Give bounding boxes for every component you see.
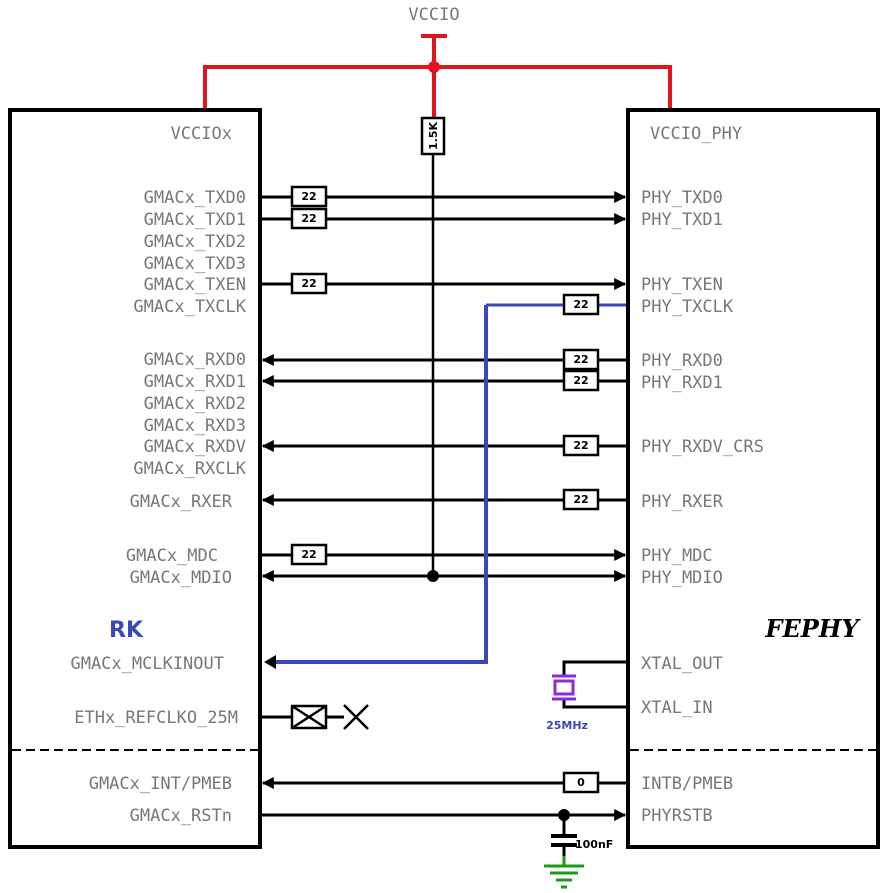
svg-text:22: 22: [573, 353, 588, 366]
svg-text:22: 22: [301, 277, 316, 290]
capacitor-label: 100nF: [575, 838, 613, 851]
pin-gmac-txd0: GMACx_TXD0: [144, 188, 246, 208]
clock-net: [264, 303, 626, 669]
mclk-arrow: [264, 655, 276, 669]
phy-chip: FEPHY VCCIO_PHY PHY_TXD0 PHY_TXD1 PHY_TX…: [626, 108, 880, 849]
resistor-txen: 22: [290, 272, 328, 295]
phy-vccio-pin: VCCIO_PHY: [650, 124, 742, 144]
pin-gmac-rstn: GMACx_RSTn: [130, 806, 232, 826]
resistor-txclk: 22: [562, 293, 600, 316]
pin-phy-rxdv: PHY_RXDV_CRS: [641, 437, 764, 457]
power-junction: [428, 61, 440, 73]
pin-phy-xtal-out: XTAL_OUT: [641, 654, 723, 674]
svg-text:22: 22: [573, 439, 588, 452]
pin-phy-rxd0: PHY_RXD0: [641, 351, 723, 371]
pin-phy-txd0: PHY_TXD0: [641, 188, 723, 208]
pin-gmac-rxd2: GMACx_RXD2: [144, 394, 246, 414]
pin-gmac-rxd3: GMACx_RXD3: [144, 416, 246, 436]
ground-icon: [544, 856, 584, 889]
svg-text:22: 22: [573, 493, 588, 506]
rk-title: RK: [109, 618, 144, 643]
rk-vccio-pin: VCCIOx: [171, 124, 232, 144]
resistor-rxd0: 22: [562, 348, 600, 371]
svg-text:22: 22: [301, 548, 316, 561]
pin-phy-txclk: PHY_TXCLK: [641, 297, 734, 317]
pullup-resistor: 1.5K: [420, 116, 446, 582]
pin-gmac-mdio: GMACx_MDIO: [130, 568, 232, 588]
pin-gmac-int: GMACx_INT/PMEB: [89, 774, 232, 794]
pin-eth-refclko: ETHx_REFCLKO_25M: [74, 708, 238, 728]
pin-gmac-mdc: GMACx_MDC: [126, 546, 218, 566]
pin-phy-rst: PHYRSTB: [641, 806, 713, 826]
series-resistors: 22 22 22 22 22 22 22 22: [290, 185, 600, 794]
pin-phy-intb: INTB/PMEB: [641, 774, 733, 794]
svg-text:22: 22: [573, 374, 588, 387]
no-connect-symbol: [290, 704, 369, 730]
pin-phy-txd1: PHY_TXD1: [641, 210, 723, 230]
svg-text:22: 22: [301, 212, 316, 225]
pin-phy-mdio: PHY_MDIO: [641, 568, 723, 588]
pin-gmac-rxer: GMACx_RXER: [130, 492, 233, 512]
pin-phy-xtal-in: XTAL_IN: [641, 698, 713, 718]
phy-title: FEPHY: [764, 614, 861, 643]
pin-gmac-rxd0: GMACx_RXD0: [144, 350, 246, 370]
svg-text:0: 0: [577, 776, 585, 789]
pin-gmac-rxclk: GMACx_RXCLK: [133, 459, 246, 479]
resistor-mdc: 22: [290, 543, 328, 566]
pin-phy-rxd1: PHY_RXD1: [641, 373, 723, 393]
reset-capacitor: 100nF: [551, 809, 613, 856]
vccio-power-rail: [203, 65, 672, 110]
resistor-txd1: 22: [290, 207, 328, 230]
resistor-rxer: 22: [562, 488, 600, 511]
resistor-rxdv: 22: [562, 434, 600, 457]
pin-gmac-txd3: GMACx_TXD3: [144, 254, 246, 274]
pin-gmac-txd2: GMACx_TXD2: [144, 232, 246, 252]
pin-gmac-mclkinout: GMACx_MCLKINOUT: [70, 654, 224, 674]
pin-gmac-txclk: GMACx_TXCLK: [133, 297, 246, 317]
resistor-int: 0: [562, 771, 600, 794]
pin-gmac-rxdv: GMACx_RXDV: [144, 437, 246, 457]
pin-phy-rxer: PHY_RXER: [641, 492, 724, 512]
pin-gmac-txd1: GMACx_TXD1: [144, 210, 246, 230]
crystal: 25MHz: [546, 660, 626, 732]
resistor-txd0: 22: [290, 185, 328, 208]
svg-text:22: 22: [301, 190, 316, 203]
rk-chip: RK VCCIOx GMACx_TXD0 GMACx_TXD1 GMACx_TX…: [8, 108, 262, 849]
power-net: VCCIO: [203, 5, 672, 118]
resistor-rxd1: 22: [562, 369, 600, 392]
svg-text:22: 22: [573, 298, 588, 311]
pullup-resistor-label: 1.5K: [427, 122, 440, 150]
pin-phy-txen: PHY_TXEN: [641, 275, 723, 295]
pin-gmac-txen: GMACx_TXEN: [144, 275, 246, 295]
pin-gmac-rxd1: GMACx_RXD1: [144, 372, 246, 392]
vccio-label: VCCIO: [408, 5, 459, 25]
crystal-label: 25MHz: [546, 719, 588, 732]
pin-phy-mdc: PHY_MDC: [641, 546, 713, 566]
